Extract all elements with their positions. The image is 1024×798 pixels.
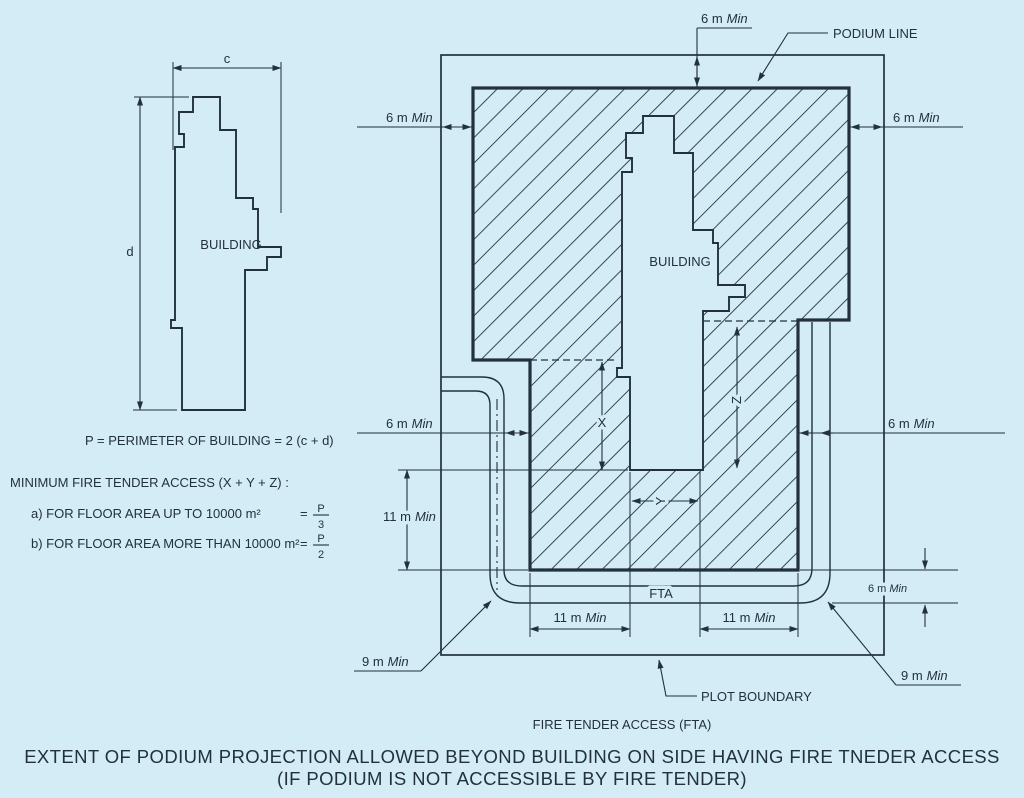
formula-item-a: a) FOR FLOOR AREA UP TO 10000 m² = P 3: [31, 503, 329, 531]
fta-strip-label: FTA: [649, 586, 673, 601]
dim-d-label: d: [126, 244, 133, 259]
title-line-2: (IF PODIUM IS NOT ACCESSIBLE BY FIRE TEN…: [277, 768, 747, 789]
formula-item-b: b) FOR FLOOR AREA MORE THAN 10000 m² = P…: [31, 533, 329, 561]
building-label-plan: BUILDING: [649, 254, 710, 269]
dim-z-label: Z: [729, 396, 744, 404]
dim-c-label: c: [224, 51, 231, 66]
svg-text:=: =: [300, 536, 308, 551]
fire-tender-access-caption: FIRE TENDER ACCESS (FTA): [533, 717, 712, 732]
plot-boundary-callout: PLOT BOUNDARY: [657, 659, 812, 704]
building-footprint-key: [170, 96, 282, 411]
dim-x: X: [594, 361, 610, 471]
building-key-diagram: BUILDING c d: [126, 51, 282, 411]
dim-c: c: [172, 51, 282, 213]
dim-x-label: X: [598, 415, 607, 430]
svg-text:P: P: [317, 533, 324, 545]
fta-road-edge-outer: [441, 322, 831, 604]
podium-line-label: PODIUM LINE: [833, 26, 918, 41]
dim-y-label: Y: [653, 496, 668, 505]
svg-text:a) FOR FLOOR AREA UP TO 10000: a) FOR FLOOR AREA UP TO 10000 m²: [31, 506, 261, 521]
fta-road-edge-inner: [441, 322, 813, 587]
plot-boundary: [440, 54, 885, 656]
dim-y: Y: [631, 493, 699, 509]
svg-text:b) FOR FLOOR AREA MORE THAN 10: b) FOR FLOOR AREA MORE THAN 10000 m²: [31, 536, 300, 551]
diagram-title: EXTENT OF PODIUM PROJECTION ALLOWED BEYO…: [24, 746, 1000, 789]
svg-text:=: =: [300, 506, 308, 521]
svg-text:2: 2: [318, 549, 324, 561]
plot-boundary-label: PLOT BOUNDARY: [701, 689, 812, 704]
building-label-key: BUILDING: [200, 237, 261, 252]
podium-line-callout: PODIUM LINE: [757, 26, 918, 82]
dim-z: Z: [726, 326, 748, 469]
title-line-1: EXTENT OF PODIUM PROJECTION ALLOWED BEYO…: [24, 746, 1000, 767]
formula-block: P = PERIMETER OF BUILDING = 2 (c + d) MI…: [10, 433, 334, 561]
dim-d: d: [126, 96, 189, 411]
perimeter-formula: P = PERIMETER OF BUILDING = 2 (c + d): [85, 433, 334, 448]
svg-text:3: 3: [318, 519, 324, 531]
building-footprint-plan: [616, 115, 746, 471]
svg-text:P: P: [317, 503, 324, 515]
fire-tender-access-heading: MINIMUM FIRE TENDER ACCESS (X + Y + Z) :: [10, 475, 289, 490]
extension-lines: [398, 469, 958, 637]
